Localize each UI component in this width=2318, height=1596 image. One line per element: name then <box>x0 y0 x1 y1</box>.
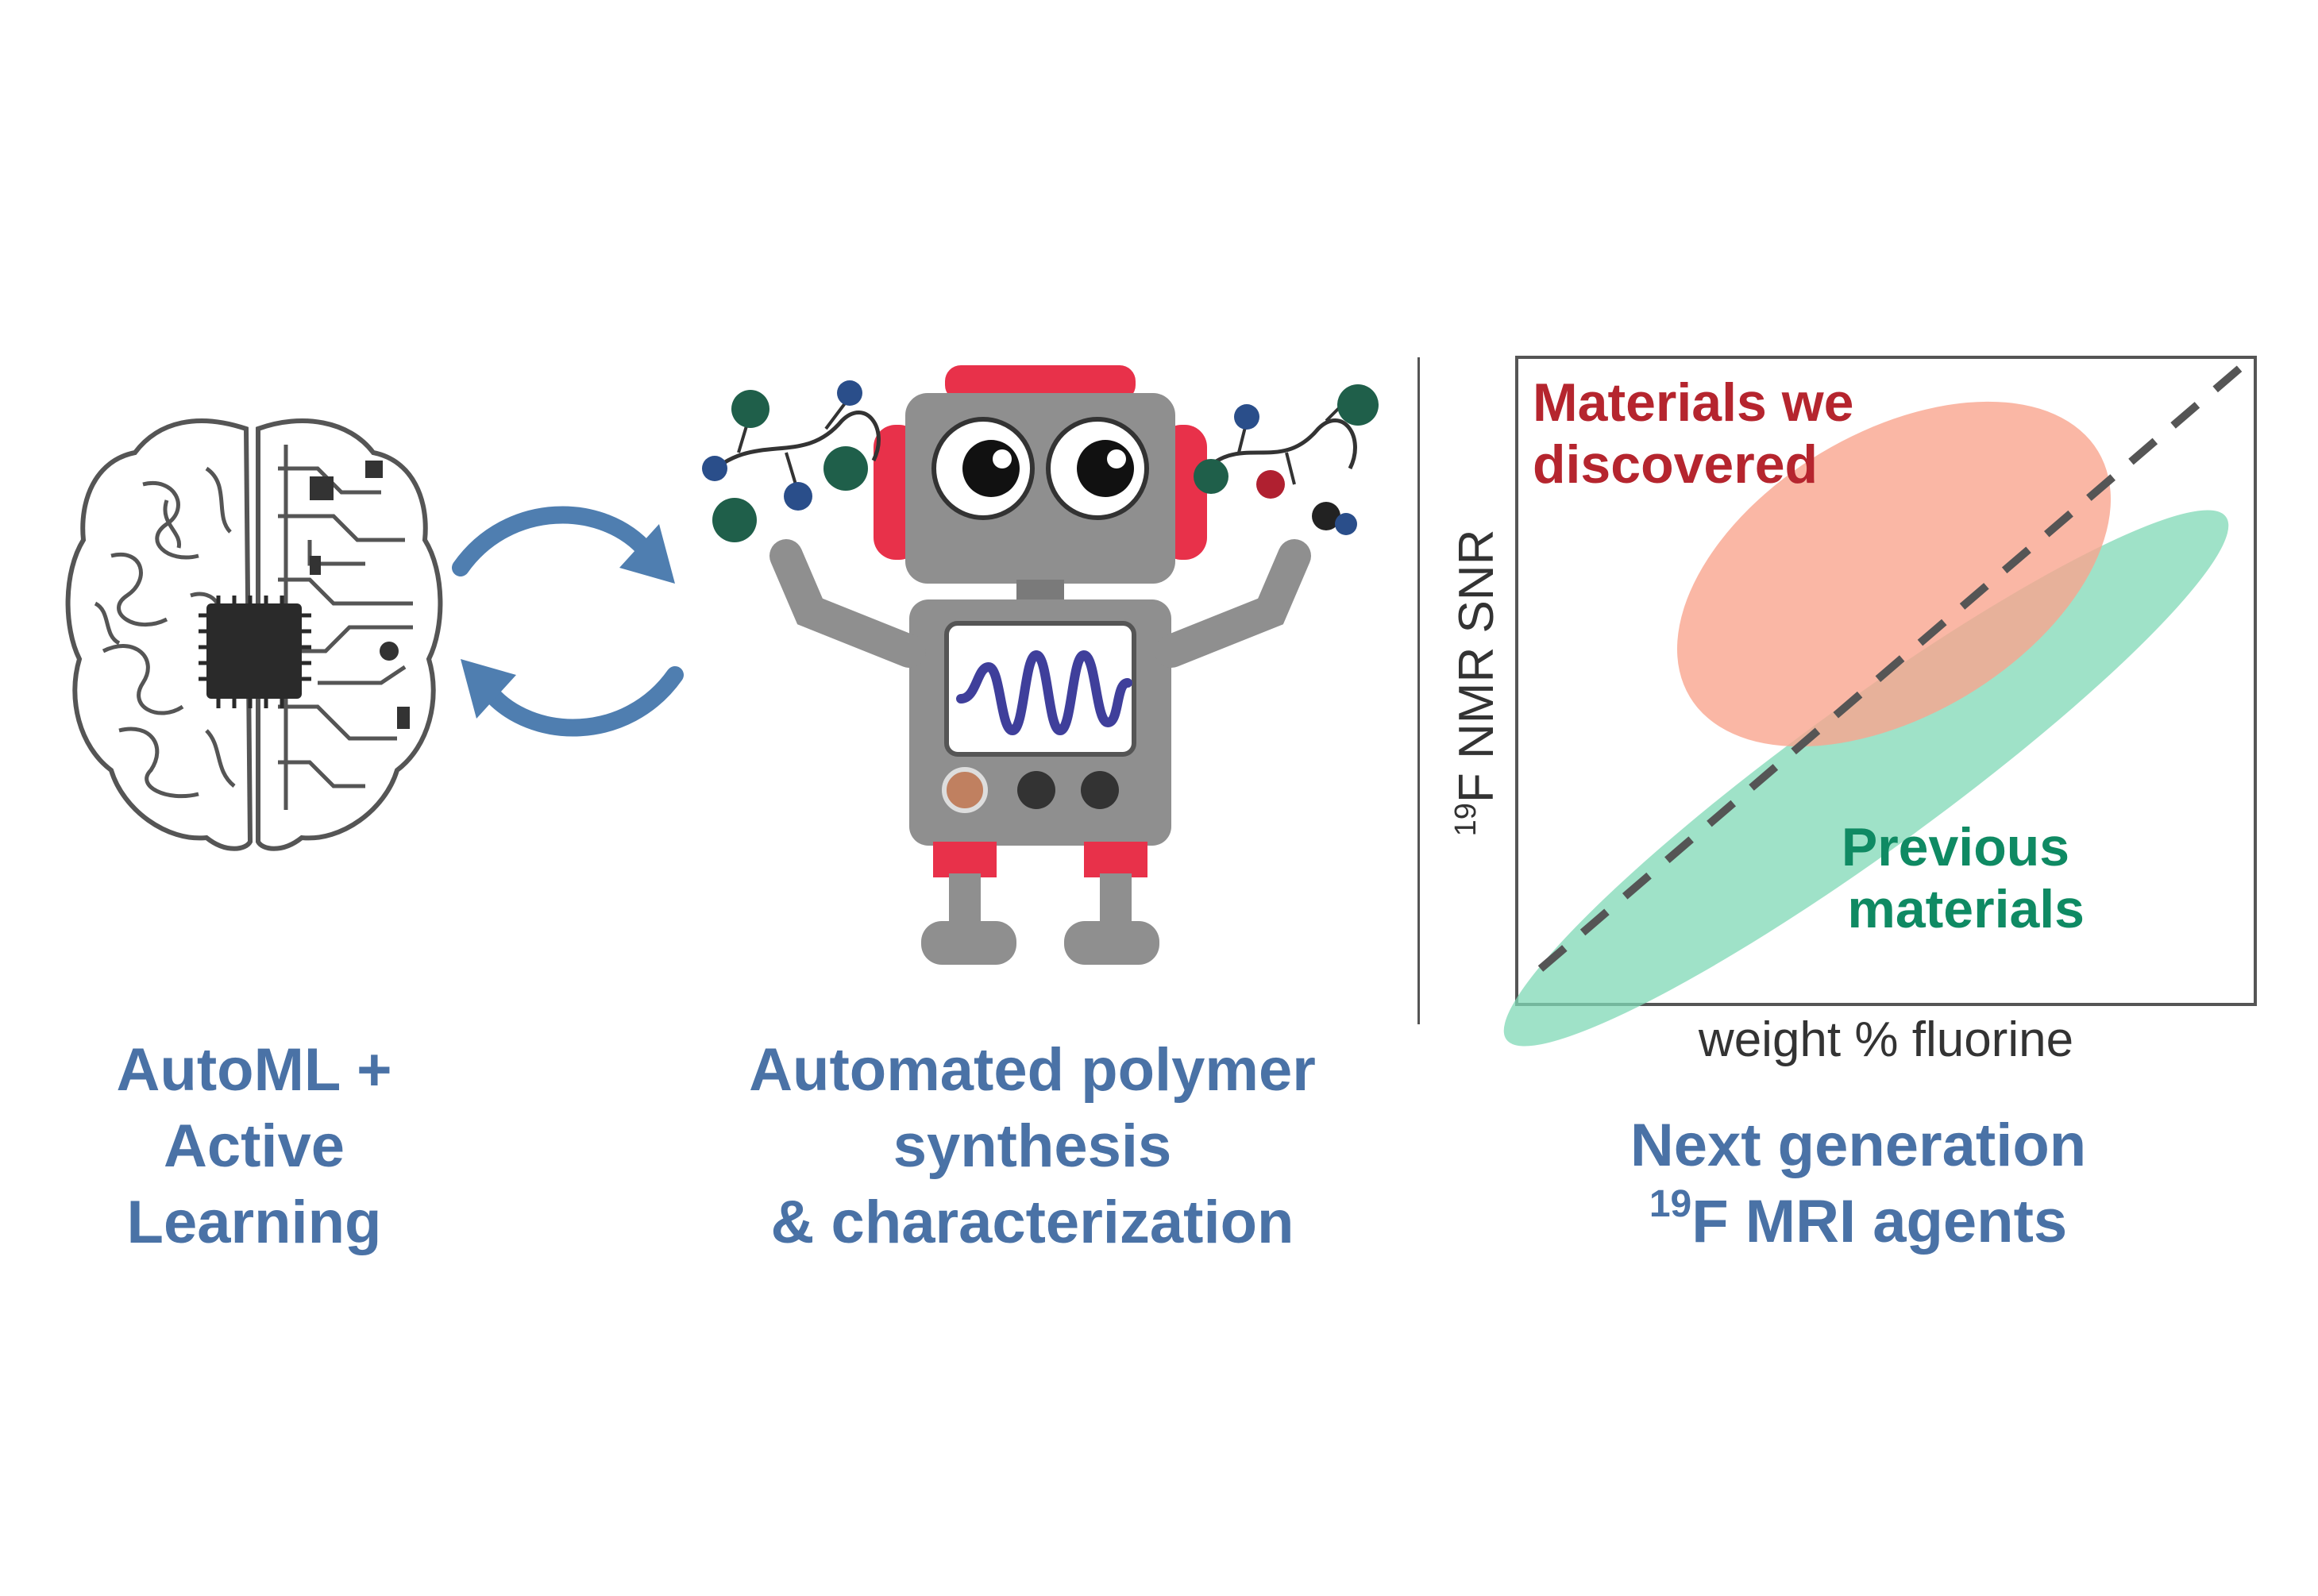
caption-line: Next generation <box>1630 1112 2087 1179</box>
mri-agents-caption: Next generation 19F MRI agents <box>1525 1108 2192 1260</box>
brain-left-half <box>65 418 253 851</box>
caption-line: AutoML + <box>116 1036 392 1104</box>
robot-right-leg <box>1100 873 1132 929</box>
snr-vs-fluorine-chart: 19F NMR SNR weight % fluorine Materials … <box>1449 356 2257 1067</box>
caption-line: 19F MRI agents <box>1525 1184 2192 1260</box>
caption-line: Automated polymer <box>749 1036 1316 1104</box>
brain-right-half <box>256 418 443 851</box>
robot-right-eye <box>1046 417 1149 520</box>
synthesis-caption: Automated polymer synthesis & characteri… <box>675 1032 1390 1261</box>
robot-left-leg <box>949 873 981 929</box>
caption-line: Learning <box>126 1189 382 1256</box>
discovered-materials-region <box>1676 401 2112 747</box>
robot-right-hip <box>1084 842 1147 877</box>
robot-knob <box>1081 771 1119 809</box>
polymer-chain-icon <box>956 650 1132 736</box>
caption-line: synthesis <box>893 1112 1172 1180</box>
fluorinated-polymer-right <box>1194 384 1379 535</box>
robot-dial-1 <box>942 767 988 813</box>
robot-left-arm <box>769 539 926 668</box>
automl-caption: AutoML + Active Learning <box>56 1032 453 1261</box>
discovered-label: Materials we discovered <box>1533 372 1869 495</box>
circuit-pad <box>310 556 321 575</box>
caption-line: & characterization <box>770 1189 1294 1256</box>
circuit-pad <box>397 707 410 729</box>
feedback-loop-arrows <box>452 506 684 737</box>
robot-right-foot <box>1064 921 1159 965</box>
robot-knob <box>1017 771 1055 809</box>
y-axis-label: 19F NMR SNR <box>1449 530 1504 837</box>
robot-left-foot <box>921 921 1016 965</box>
circuit-pad <box>365 461 383 478</box>
caption-line: Active <box>163 1112 345 1180</box>
robot-illustration <box>702 365 1379 965</box>
fluorinated-polymer-left <box>702 380 881 542</box>
circuit-node <box>380 642 399 661</box>
panel-divider <box>1417 357 1420 1024</box>
robot-right-arm <box>1155 539 1311 668</box>
robot-left-hip <box>933 842 997 877</box>
robot-antenna <box>945 365 1136 401</box>
trend-line <box>1537 362 2247 972</box>
previous-label: Previous materials <box>1842 817 2085 939</box>
x-axis-label: weight % fluorine <box>1698 1012 2073 1067</box>
brain-chip-illustration <box>65 418 443 851</box>
arrow-to-brain-icon <box>461 659 684 737</box>
cpu-chip-icon <box>199 596 311 708</box>
isotope-superscript: 19 <box>1649 1183 1692 1225</box>
arrow-to-robot-icon <box>452 506 675 584</box>
previous-materials-region <box>1503 510 2229 1047</box>
brain-folds <box>94 466 240 799</box>
circuit-pad <box>310 476 334 500</box>
plot-frame <box>1515 356 2257 1006</box>
caption-line-rest: F MRI agents <box>1691 1188 2068 1255</box>
robot-left-eye <box>931 417 1035 520</box>
